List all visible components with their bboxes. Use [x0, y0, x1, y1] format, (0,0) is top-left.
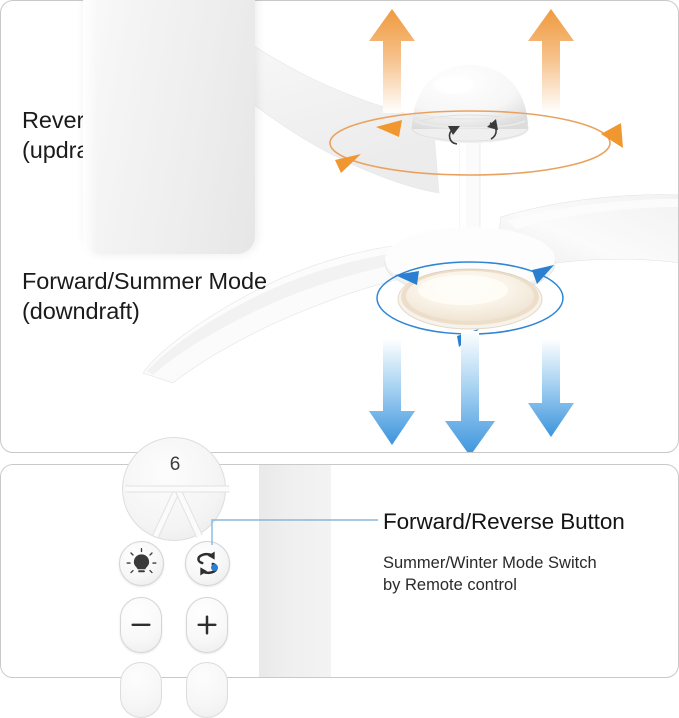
light-bulb-icon: [126, 548, 157, 574]
speed-up-button[interactable]: [186, 597, 228, 653]
forward-reverse-arrows-icon: [197, 551, 218, 576]
speed-dial[interactable]: 6: [122, 437, 230, 541]
dial-spoke: [174, 487, 203, 538]
dial-spoke: [125, 485, 178, 493]
downdraft-arrow-right: [528, 339, 574, 437]
updraft-arrow-right: [528, 9, 574, 113]
updraft-arrow-left: [369, 9, 415, 113]
remote-control-body: [83, 0, 255, 254]
dial-value: 6: [169, 454, 181, 475]
fan-motor-housing: [384, 227, 556, 297]
fan-canopy: [411, 65, 529, 143]
forward-summer-mode-label: Forward/Summer Mode (downdraft): [22, 268, 267, 324]
updraft-rotation-ring: [329, 110, 623, 176]
downdraft-arrow-center: [445, 331, 495, 452]
downdraft-rotation-ring: [376, 261, 564, 347]
callout-anchor-dot: [211, 564, 218, 571]
fan-blade-right: [492, 194, 678, 278]
cropped-button-right[interactable]: [186, 662, 228, 718]
callout-title: Forward/Reverse Button: [383, 509, 625, 534]
cropped-button-left[interactable]: [120, 662, 162, 718]
speed-down-button[interactable]: [120, 597, 162, 653]
fan-light-fixture: [397, 268, 543, 330]
dial-spoke: [177, 485, 230, 493]
forward-reverse-button[interactable]: [185, 541, 230, 586]
fan-downrod: [459, 130, 481, 257]
plus-icon: [197, 615, 217, 635]
downdraft-arrow-left: [369, 339, 415, 445]
photo-right-edge-shading: [259, 465, 331, 677]
light-button[interactable]: [119, 541, 164, 586]
callout-subtitle: Summer/Winter Mode Switch by Remote cont…: [383, 554, 597, 594]
minus-icon: [131, 623, 151, 627]
